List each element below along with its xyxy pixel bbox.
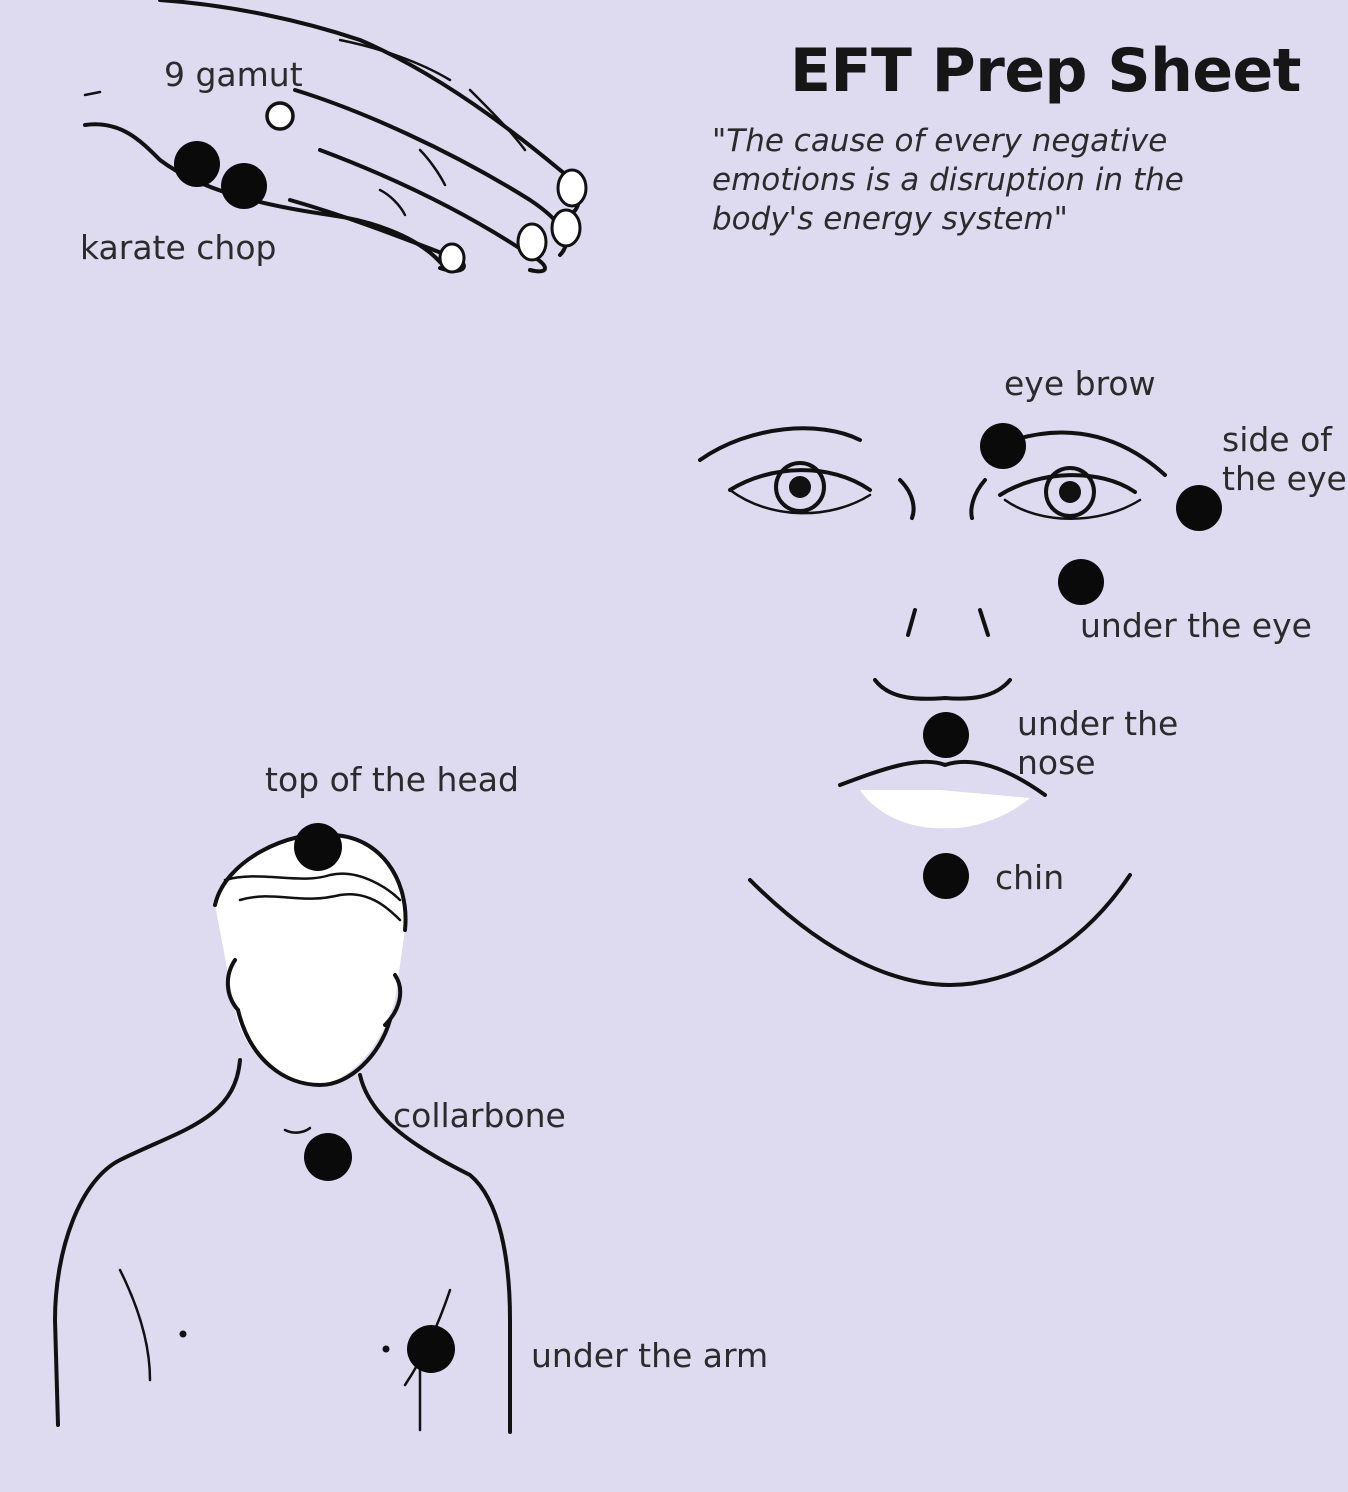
label-eye-brow: eye brow <box>1004 364 1156 403</box>
label-chin: chin <box>995 858 1065 897</box>
page-title: EFT Prep Sheet <box>790 36 1301 106</box>
label-under-the-arm: under the arm <box>531 1336 769 1375</box>
label-collarbone: collarbone <box>393 1096 566 1135</box>
under-arm-point-marker <box>407 1325 455 1373</box>
label-side-of-eye: side of the eye <box>1222 420 1347 498</box>
label-9-gamut: 9 gamut <box>164 55 303 94</box>
karate-chop-point-marker-1 <box>174 141 220 187</box>
chin-point-marker <box>923 853 969 899</box>
face-illustration <box>698 423 1222 987</box>
label-karate-chop: karate chop <box>80 228 277 267</box>
quote-text: "The cause of every negative emotions is… <box>712 123 1184 237</box>
collarbone-point-marker <box>304 1133 352 1181</box>
eye-brow-point-marker <box>980 423 1026 469</box>
side-of-eye-point-marker <box>1176 485 1222 531</box>
gamut-point-marker <box>265 101 295 131</box>
upper-body-illustration <box>53 823 512 1434</box>
label-under-eye: under the eye <box>1080 606 1312 645</box>
top-of-head-point-marker <box>294 823 342 871</box>
karate-chop-point-marker-2 <box>221 163 267 209</box>
under-nose-point-marker <box>923 712 969 758</box>
label-top-of-head: top of the head <box>265 760 519 799</box>
hand-illustration <box>83 0 588 274</box>
label-under-nose: under the nose <box>1017 704 1179 782</box>
under-eye-point-marker <box>1058 559 1104 605</box>
